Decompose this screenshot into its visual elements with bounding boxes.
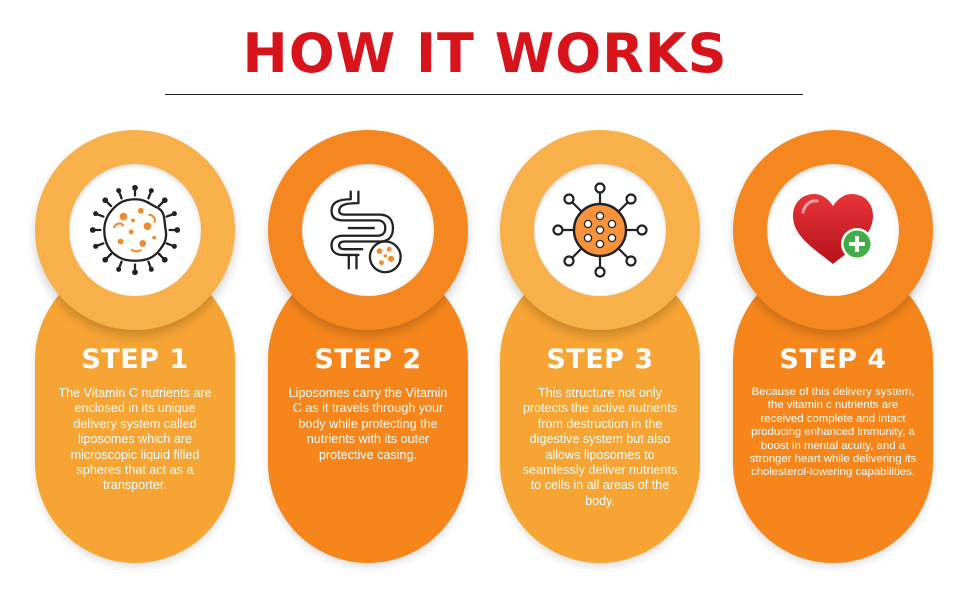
step-description: This structure not only protects the act… (522, 386, 678, 508)
icon-circle (534, 164, 666, 296)
step-disc (500, 130, 700, 330)
step-description: Liposomes carry the Vitamin C as it trav… (288, 386, 448, 462)
step-title: STEP 4 (779, 344, 887, 375)
icon-circle (69, 164, 201, 296)
heart-plus-icon (793, 194, 873, 264)
step-title: STEP 1 (81, 344, 189, 375)
step-card-3: STEP 3 This structure not only protects … (500, 130, 700, 563)
step-disc (733, 130, 933, 330)
step-card-2: STEP 2 Liposomes carry the Vitamin C as … (268, 130, 468, 563)
bacteria-icon (89, 184, 181, 276)
step-description: The Vitamin C nutrients are enclosed in … (58, 386, 212, 493)
intestine-icon (330, 190, 402, 274)
title-divider (165, 94, 803, 95)
step-title: STEP 3 (546, 344, 654, 375)
step-card-4: STEP 4 Because of this delivery system, … (733, 130, 933, 563)
step-title: STEP 2 (314, 344, 422, 375)
icon-circle (767, 164, 899, 296)
step-description: Because of this delivery system, the vit… (749, 386, 917, 479)
page-title: HOW IT WORKS (242, 22, 728, 85)
step-disc (268, 130, 468, 330)
icon-circle (302, 164, 434, 296)
liposome-molecule-icon (552, 182, 648, 278)
step-disc (35, 130, 235, 330)
step-card-1: STEP 1 The Vitamin C nutrients are enclo… (35, 130, 235, 563)
